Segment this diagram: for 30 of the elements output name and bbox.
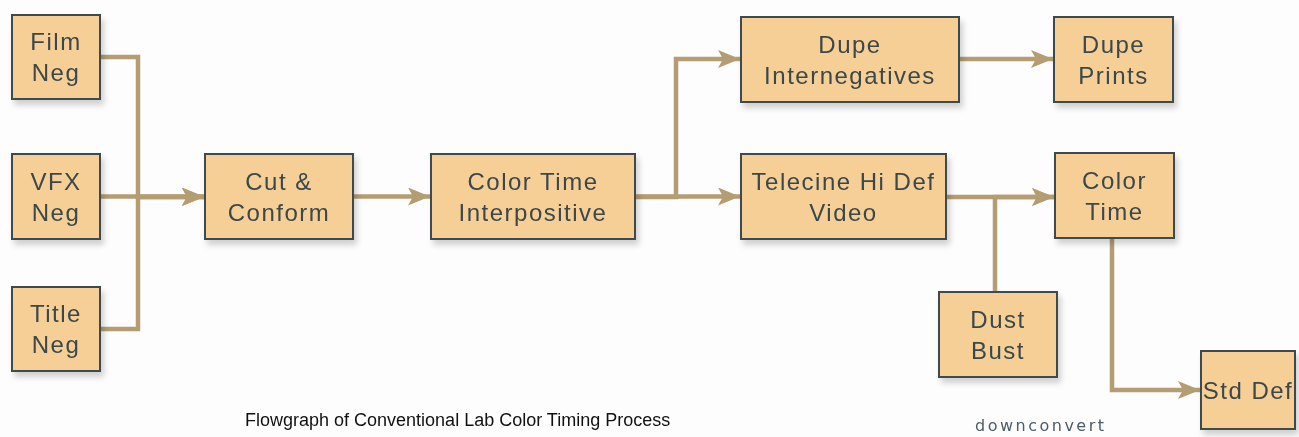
box-label: Dupe Prints (1077, 29, 1150, 91)
box-label: Film Neg (29, 27, 83, 88)
process-box (740, 16, 960, 103)
caption: Flowgraph of Conventional Lab Color Timing Process (245, 410, 671, 431)
note-label: downconvert (975, 416, 1107, 435)
arrow (354, 187, 430, 206)
process-box (204, 153, 354, 240)
process-box (11, 286, 101, 372)
process-box (1054, 152, 1175, 239)
box-label: Telecine Hi Def Video (750, 166, 937, 228)
box-label: Std Def (1202, 375, 1294, 406)
box-label: Title Neg (29, 299, 83, 360)
process-box (11, 153, 101, 240)
box-label: Dupe Internegatives (763, 29, 937, 91)
box-label: Cut & Conform (226, 166, 332, 228)
arrow (960, 50, 1053, 68)
process-box (938, 291, 1058, 378)
box-label: VFX Neg (29, 166, 83, 228)
process-box (740, 153, 947, 240)
arrow (636, 187, 740, 206)
box-label: Color Time (1081, 165, 1148, 227)
process-box (1053, 16, 1174, 103)
box-label: Dust Bust (969, 304, 1027, 366)
arrow (992, 188, 1054, 291)
box-label: Color Time Interpositive (457, 166, 609, 228)
process-box (430, 153, 636, 240)
process-box (11, 14, 101, 100)
arrow (101, 188, 204, 332)
process-box (1200, 350, 1296, 430)
arrow (1109, 239, 1200, 399)
